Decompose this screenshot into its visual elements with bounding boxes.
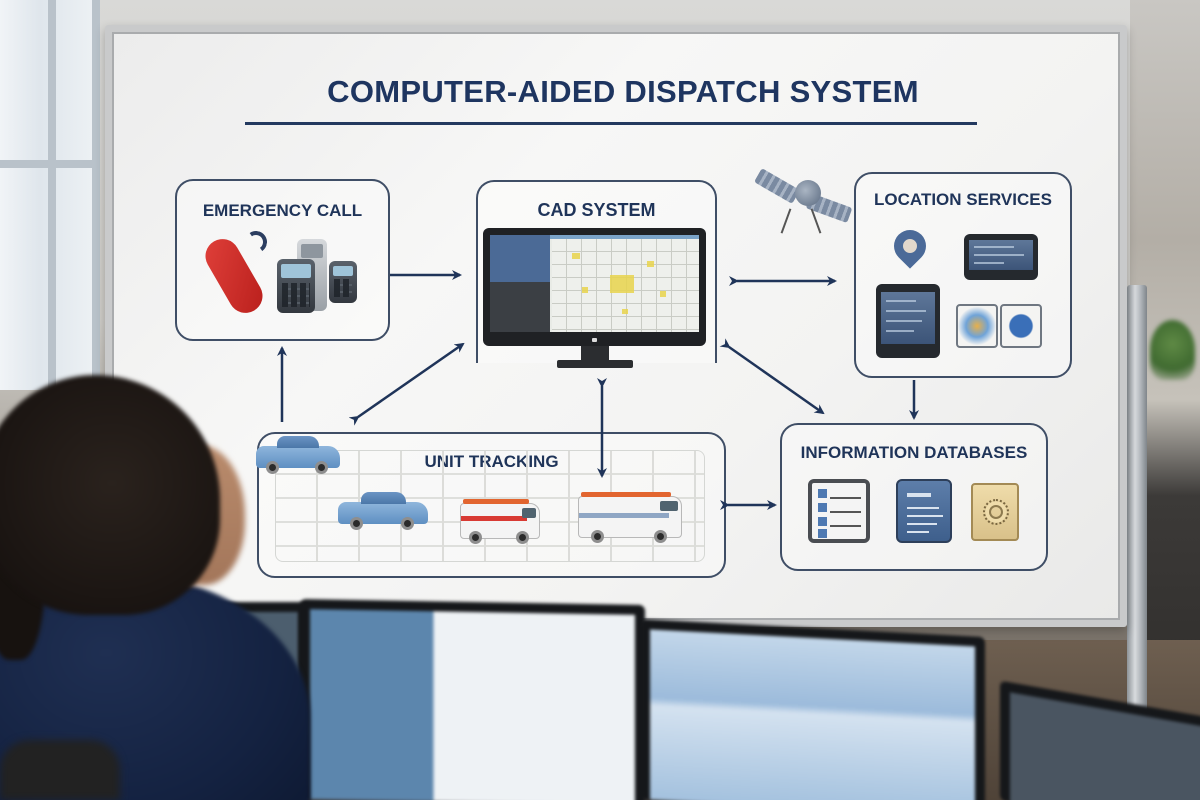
dispatch-monitor-right: [640, 618, 985, 800]
satellite-icon: [753, 168, 865, 240]
checklist-icon: [808, 479, 870, 543]
user-badge-icon: [1000, 304, 1042, 348]
emergency-call-box: EMERGENCY CALL: [175, 179, 390, 341]
rescue-van-icon: [578, 492, 682, 543]
map-pin-icon: [887, 223, 933, 269]
emergency-call-label: EMERGENCY CALL: [202, 201, 363, 220]
cad-system-label: CAD SYSTEM: [537, 200, 656, 220]
monitor-map-icon: [483, 228, 706, 368]
location-services-box: LOCATION SERVICES: [854, 172, 1072, 378]
fingerprint-folder-icon: [971, 483, 1019, 541]
chair: [0, 740, 120, 800]
mobile-phone-icon: [277, 259, 315, 313]
office-window: [0, 0, 100, 390]
ambulance-icon: [460, 499, 540, 544]
information-databases-box: INFORMATION DATABASES: [780, 423, 1048, 571]
tablet-icon: [964, 234, 1038, 280]
mobile-tablet-icon: [876, 284, 940, 358]
police-car-icon: [256, 436, 340, 474]
dispatcher-hair: [0, 375, 220, 615]
whiteboard-stand: [1127, 285, 1147, 730]
title-underline: [245, 122, 977, 125]
plant: [1150, 320, 1195, 380]
sedan-icon: [338, 492, 428, 530]
information-databases-label: INFORMATION DATABASES: [800, 443, 1028, 462]
location-services-label: LOCATION SERVICES: [874, 190, 1052, 209]
pager-icon: [329, 261, 357, 303]
map-tile-icon: [956, 304, 998, 348]
signal-waves-icon: [243, 229, 269, 255]
dispatch-monitor-center: [300, 598, 645, 800]
diagram-title: COMPUTER-AIDED DISPATCH SYSTEM: [327, 74, 919, 109]
document-icon: [896, 479, 952, 543]
